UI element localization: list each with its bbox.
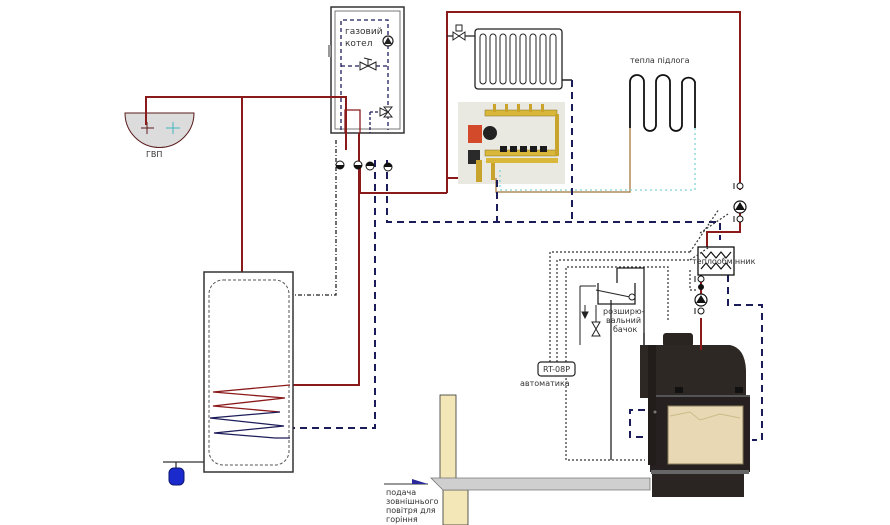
radiator-valve-icon bbox=[452, 24, 466, 41]
check-valve-icon bbox=[733, 182, 744, 190]
dhw-tap: ГВП bbox=[124, 112, 195, 159]
warm-floor-label: тепла підлога bbox=[630, 56, 690, 65]
check-valve-icon bbox=[694, 307, 705, 315]
ball-valve-icon bbox=[353, 160, 363, 170]
expansion-tank-label-3: бачок bbox=[613, 325, 637, 334]
check-valve-icon bbox=[694, 275, 705, 283]
heat-exchanger-label: теплообмінник bbox=[692, 257, 756, 266]
control-wires bbox=[549, 208, 729, 461]
return-pipes bbox=[290, 80, 763, 441]
wall bbox=[439, 394, 469, 525]
boiler-pump-icon bbox=[382, 35, 394, 47]
controller[interactable]: RT-08P автоматика bbox=[520, 361, 576, 388]
controller-model: RT-08P bbox=[543, 365, 570, 374]
dhw-label: ГВП bbox=[146, 150, 162, 159]
automation-label: автоматика bbox=[520, 379, 570, 388]
expansion-tank-label-1: розширю- bbox=[603, 307, 645, 316]
heat-exchanger: теплообмінник bbox=[692, 246, 756, 276]
circulation-pump-icon bbox=[694, 293, 708, 307]
ball-valve-icon bbox=[383, 162, 393, 172]
tank-sensor-line bbox=[292, 140, 337, 296]
air-flow-arrow-icon bbox=[412, 479, 428, 484]
upper-pump-group bbox=[733, 182, 747, 223]
gas-boiler: газовий котел bbox=[328, 6, 405, 134]
air-intake: подача зовнішнього повітря для горіння bbox=[384, 477, 651, 524]
air-supply-label-1: подача bbox=[386, 488, 416, 497]
drain-arrow-icon bbox=[581, 305, 589, 320]
circulation-pump-icon bbox=[733, 200, 747, 214]
ball-valve-icon bbox=[698, 284, 704, 290]
gas-boiler-label-1: газовий bbox=[345, 27, 383, 37]
boiler-bypass-valve-icon bbox=[359, 57, 377, 71]
water-heater-tank bbox=[163, 271, 294, 486]
air-supply-label-3: повітря для bbox=[386, 506, 436, 515]
lower-pump-group bbox=[694, 275, 708, 315]
air-supply-label-4: горіння bbox=[386, 515, 418, 524]
expansion-tank-label-2: вальний bbox=[606, 316, 641, 325]
boiler-outlet-valves bbox=[335, 160, 393, 172]
ball-valve-icon bbox=[365, 161, 375, 171]
fireplace bbox=[640, 333, 750, 497]
ball-valve-icon bbox=[335, 160, 345, 170]
gas-boiler-label-2: котел bbox=[345, 39, 372, 49]
expansion-tank: розширю- вальний бачок bbox=[579, 267, 645, 460]
check-valve-icon bbox=[733, 215, 744, 223]
floor-manifold bbox=[458, 102, 565, 184]
boiler-three-way-valve-icon bbox=[379, 106, 394, 118]
safety-valve-icon bbox=[591, 321, 601, 337]
expansion-vessel-icon bbox=[168, 467, 185, 486]
radiator bbox=[447, 24, 572, 90]
air-supply-label-2: зовнішнього bbox=[386, 497, 439, 506]
